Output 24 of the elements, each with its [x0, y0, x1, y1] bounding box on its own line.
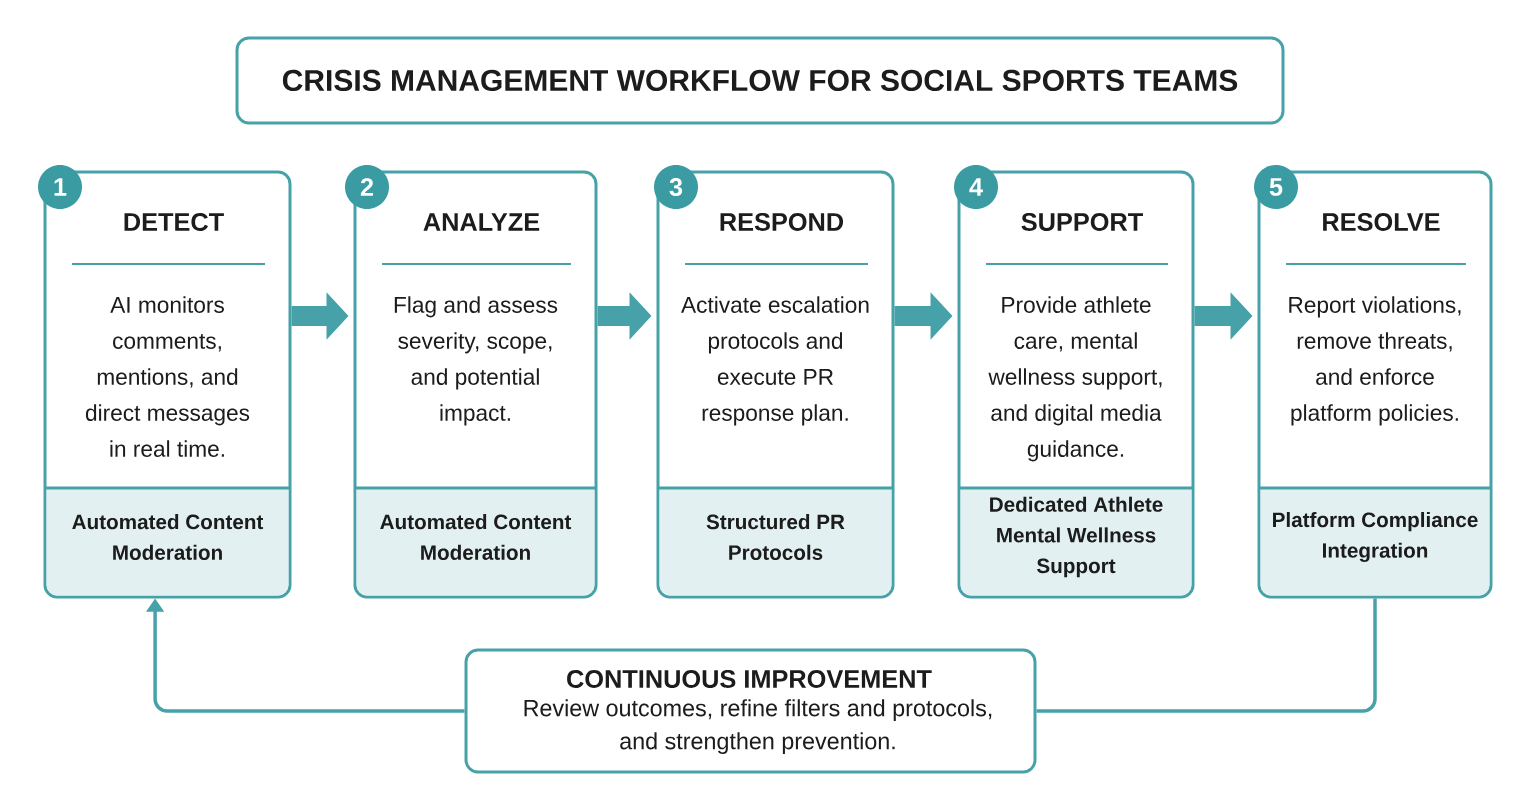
box-heading: CONTINUOUS IMPROVEMENT [567, 670, 932, 688]
number-badge: 1 [38, 165, 82, 209]
footer-band: Structured PR Protocols [658, 486, 893, 596]
step-description: Flag and assess severity, scope, and potential impact. [394, 296, 558, 426]
step-description: AI monitors comments, mentions, and direct messages in real time. [85, 296, 250, 457]
number-badge: 3 [654, 165, 698, 209]
step-description: Provide athlete care, mental wellness support, and digital media guidance. [988, 296, 1162, 462]
step-heading: RESPOND [720, 213, 844, 231]
step-description: Report violations, remove threats, and enforce platform policies. [1289, 296, 1461, 426]
number-badge: 5 [1254, 165, 1298, 209]
box-description: Review outcomes, refine filters and protocols, and strengthen prevention. [524, 699, 992, 754]
footer-band: Automated Content Moderation [355, 486, 596, 596]
number-badge: 2 [345, 165, 389, 209]
step-heading: ANALYZE [423, 213, 540, 231]
step-heading: DETECT [124, 213, 224, 231]
connector-line [1036, 598, 1377, 713]
title-banner: CRISIS MANAGEMENT WORKFLOW FOR SOCIAL SPORTS TEAMS [235, 36, 1285, 125]
step-heading: RESOLVE [1323, 213, 1440, 231]
number-badge: 4 [954, 165, 998, 209]
footer-band: Platform Compliance Integration [1259, 486, 1491, 596]
footer-band: Automated Content Moderation [45, 486, 290, 596]
step-description: Activate escalation protocols and execute PR response plan. [681, 296, 869, 426]
footer-band: Dedicated Athlete Mental Wellness Support [959, 486, 1193, 596]
step-heading: SUPPORT [1021, 213, 1143, 231]
